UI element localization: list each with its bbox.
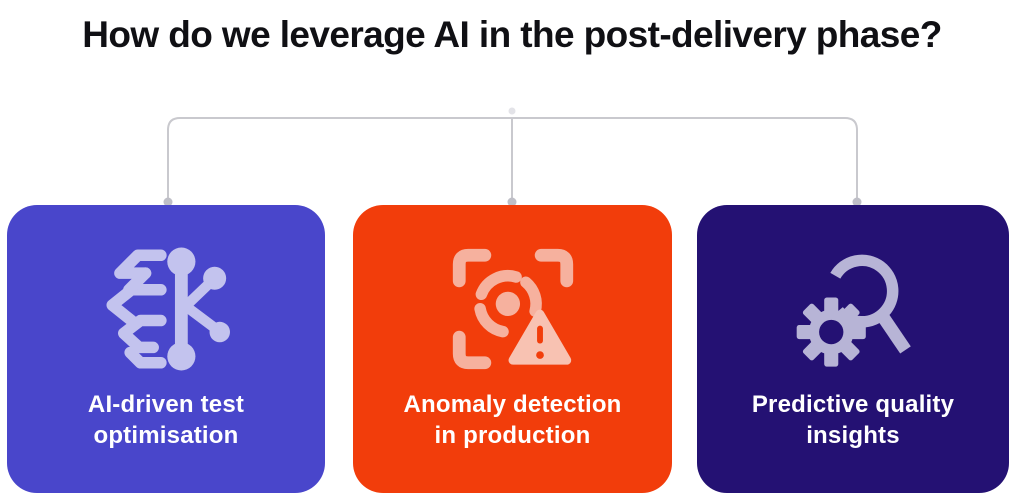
- card-predictive-quality-insights: Predictive quality insights: [697, 205, 1009, 493]
- card-label-line1: Predictive quality: [751, 391, 955, 418]
- card-label: Anomaly detection in production: [403, 389, 621, 451]
- brain-circuit-icon: [106, 247, 230, 371]
- anomaly-scan-warning-icon: [452, 248, 573, 370]
- gear-icon: [796, 297, 866, 367]
- card-label: AI-driven test optimisation: [88, 389, 244, 451]
- card-anomaly-detection-in-production: Anomaly detection in production: [353, 205, 672, 493]
- page-title: How do we leverage AI in the post-delive…: [82, 14, 942, 55]
- connector-top-node: [508, 107, 516, 115]
- card-label-line2: insights: [806, 422, 900, 449]
- card-label-line1: AI-driven test: [87, 391, 245, 418]
- card-label: Predictive quality insights: [752, 389, 954, 451]
- magnifier-gear-icon: [796, 254, 911, 367]
- card-label-line2: in production: [434, 422, 591, 449]
- card-ai-driven-test-optimisation: AI-driven test optimisation: [7, 205, 325, 493]
- card-label-line2: optimisation: [93, 422, 239, 449]
- card-label-line1: Anomaly detection: [403, 391, 622, 418]
- connector-bracket: [167, 117, 858, 200]
